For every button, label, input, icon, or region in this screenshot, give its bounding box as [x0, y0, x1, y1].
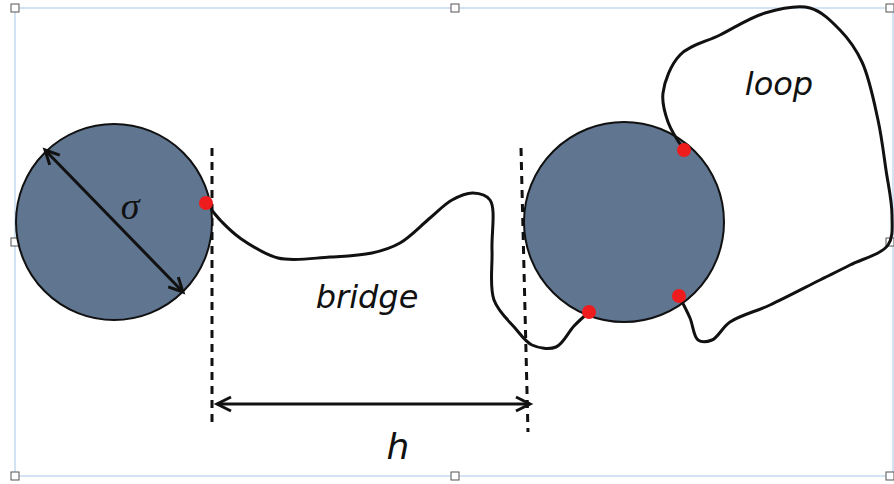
surface-marker [521, 148, 528, 432]
bridge-label: bridge [316, 281, 419, 313]
arrow-head [217, 397, 231, 411]
surface-marker [211, 148, 214, 426]
colloid-particle: σ [14, 122, 214, 322]
polymer-loop [663, 7, 893, 342]
particle-outline [14, 122, 214, 322]
anchor-dot [582, 305, 596, 319]
diameter-arrow [45, 150, 183, 292]
separation-label: h [387, 429, 410, 465]
diameter-arrow-line [45, 150, 183, 292]
arrow-head [516, 397, 530, 411]
selection-frame [15, 8, 893, 476]
colloid-particle [524, 122, 724, 322]
arrow-head [45, 150, 60, 165]
selection-handles [11, 4, 894, 480]
loop-label: loop [745, 68, 813, 100]
anchor-dot [672, 289, 686, 303]
separation-arrow [217, 397, 530, 411]
diameter-symbol: σ [121, 187, 140, 225]
separation-arrow-line [217, 403, 530, 406]
particle-circle [16, 124, 212, 320]
polymer-bridge [206, 193, 589, 348]
arrow-head [168, 277, 183, 292]
anchor-dot [677, 143, 691, 157]
